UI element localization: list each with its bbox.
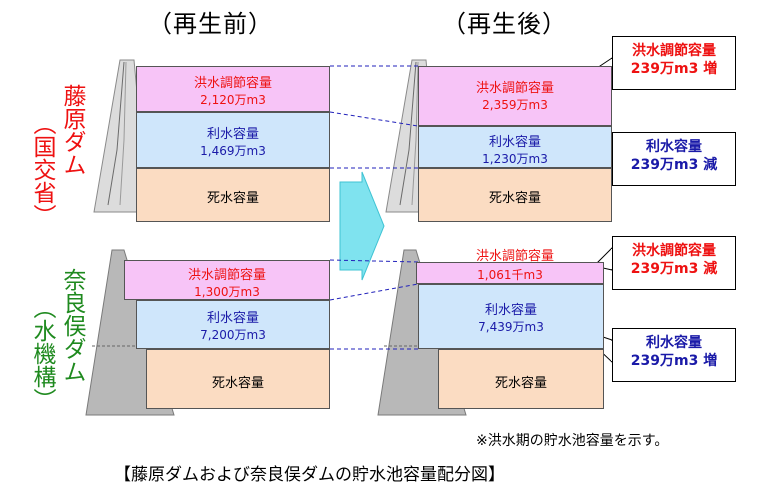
- callout-fujiwara-use: 利水容量 239万m3 減: [612, 132, 736, 186]
- fujiwara-before-dead-block: 死水容量: [136, 168, 330, 222]
- naramata-after-flood-block: 1,061千m3: [416, 262, 604, 284]
- transition-arrow: [339, 171, 385, 281]
- use-label: 利水容量: [488, 135, 541, 150]
- use-value: 7,200万m3: [200, 328, 266, 342]
- flood-value: 2,359万m3: [482, 98, 548, 112]
- fujiwara-before-flood-block: 洪水調節容量 2,120万m3: [136, 66, 330, 112]
- dam-agency-fujiwara: （国交省）: [29, 112, 55, 227]
- use-value: 1,230万m3: [482, 152, 548, 166]
- flood-label: 洪水調節容量: [475, 249, 554, 264]
- fujiwara-after-use-block: 利水容量 1,230万m3: [418, 126, 612, 168]
- fujiwara-after-dead-block: 死水容量: [418, 168, 612, 222]
- use-value: 7,439万m3: [478, 320, 544, 334]
- fujiwara-after-flood-block: 洪水調節容量 2,359万m3: [418, 66, 612, 126]
- callout-value: 239万m3 減: [630, 260, 718, 277]
- callout-value: 239万m3 増: [630, 60, 718, 77]
- use-label: 利水容量: [206, 127, 259, 142]
- fujiwara-before-use-block: 利水容量 1,469万m3: [136, 112, 330, 168]
- fujiwara-before-dam-spillway: [107, 61, 125, 206]
- callout-title: 利水容量: [646, 335, 702, 351]
- figure-caption: 【藤原ダムおよび奈良俣ダムの貯水池容量配分図】: [114, 465, 505, 485]
- flood-label: 洪水調節容量: [475, 81, 554, 96]
- callout-fujiwara-flood: 洪水調節容量 239万m3 増: [612, 36, 736, 90]
- dead-label: 死水容量: [206, 191, 259, 206]
- flood-label: 洪水調節容量: [193, 76, 272, 91]
- dead-label: 死水容量: [488, 191, 541, 206]
- header-before: （再生前）: [148, 10, 273, 38]
- callout-title: 利水容量: [646, 139, 702, 155]
- footnote: ※洪水期の貯水池容量を示す。: [476, 433, 669, 449]
- naramata-before-dead-block: 死水容量: [146, 349, 330, 409]
- dam-agency-naramata: （水機構）: [29, 296, 55, 411]
- dam-name-naramata: 奈良俣ダム: [59, 268, 85, 383]
- flood-value: 2,120万m3: [200, 93, 266, 107]
- header-after: （再生後）: [442, 10, 567, 38]
- dead-label: 死水容量: [211, 376, 264, 391]
- callout-title: 洪水調節容量: [632, 43, 716, 59]
- use-value: 1,469万m3: [200, 144, 266, 158]
- callout-naramata-flood: 洪水調節容量 239万m3 減: [612, 236, 736, 290]
- fujiwara-after-dam-spillway: [399, 61, 417, 206]
- naramata-after-use-block: 利水容量 7,439万m3: [418, 284, 604, 349]
- dead-label: 死水容量: [494, 376, 547, 391]
- naramata-before-use-block: 利水容量 7,200万m3: [136, 300, 330, 349]
- flood-value: 1,300万m3: [194, 285, 260, 299]
- use-label: 利水容量: [206, 311, 259, 326]
- dam-name-fujiwara: 藤原ダム: [59, 84, 85, 176]
- flood-value: 1,061千m3: [477, 268, 543, 282]
- callout-value: 239万m3 増: [630, 352, 718, 369]
- naramata-after-dead-block: 死水容量: [438, 349, 604, 409]
- callout-naramata-use: 利水容量 239万m3 増: [612, 328, 736, 382]
- flood-label: 洪水調節容量: [187, 268, 266, 283]
- callout-title: 洪水調節容量: [632, 243, 716, 259]
- use-label: 利水容量: [484, 303, 537, 318]
- naramata-before-flood-block: 洪水調節容量 1,300万m3: [124, 260, 330, 300]
- callout-value: 239万m3 減: [630, 156, 718, 173]
- naramata-after-flood-label-above: 洪水調節容量: [418, 245, 612, 264]
